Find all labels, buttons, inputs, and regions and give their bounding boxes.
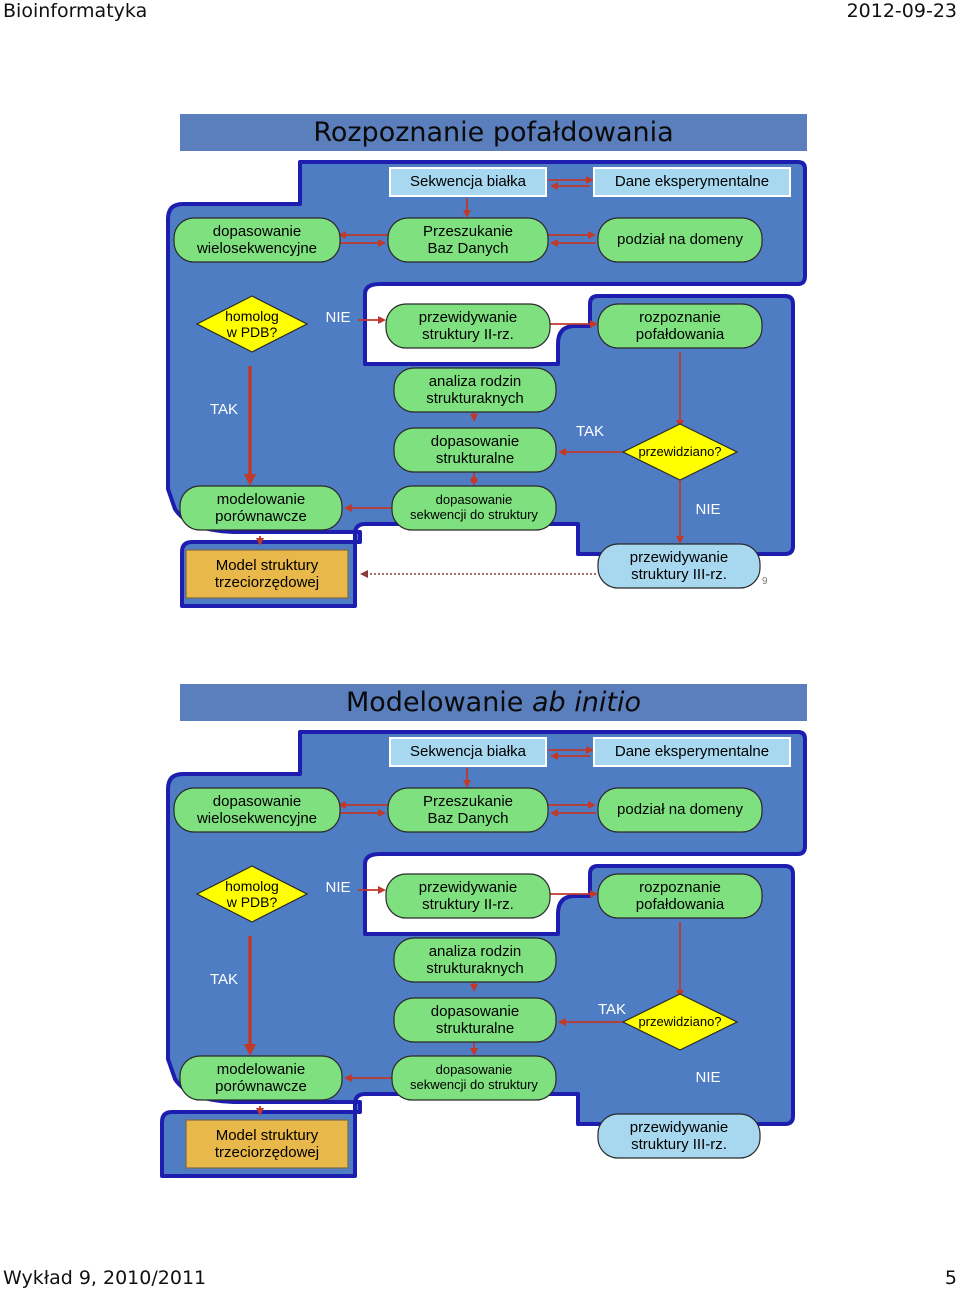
node-sequence: Sekwencja białka [410, 173, 526, 191]
node-homolog-diamond [195, 865, 309, 923]
node-domains-box [597, 217, 763, 263]
node-fold-recognition: rozpoznanie pofałdowania [635, 308, 725, 343]
node-db-search: Przeszukanie Baz Danych [422, 792, 514, 827]
node-search-box [387, 217, 549, 263]
node-ii-box [385, 303, 551, 349]
node-struct-box [393, 427, 557, 473]
node-predicted: przewidziano? [638, 1013, 722, 1029]
node-predicted-diamond [621, 993, 739, 1051]
node-comparative-modeling: modelowanie porównawcze [215, 490, 307, 525]
node-data-box [593, 737, 791, 767]
label-tak-predicted: TAK [597, 1001, 627, 1019]
node-sequence-box [389, 167, 547, 197]
node-seq-struct-alignment: dopasowanie sekwencji do struktury [410, 1062, 538, 1092]
node-iii-prediction: przewidywanie struktury III-rz. [629, 548, 729, 583]
node-predicted-diamond [621, 423, 739, 481]
slide-2: Modelowanie ab initio Sekwencja białka D… [0, 684, 960, 1204]
node-ii-prediction: przewidywanie struktury II-rz. [418, 878, 518, 913]
header-course: Bioinformatyka [3, 0, 148, 22]
label-nie-homolog: NIE [325, 309, 351, 327]
node-msa: dopasowanie wielosekwencyjne [196, 222, 318, 257]
node-families-box [393, 367, 557, 413]
node-domains: podział na domeny [617, 231, 743, 249]
slide-number: 9 [762, 576, 768, 587]
slide-2-title-italic: ab initio [532, 687, 642, 718]
node-domains-box [597, 787, 763, 833]
node-predicted: przewidziano? [638, 443, 722, 459]
node-3d-model: Model struktury trzeciorzędowej [214, 1126, 320, 1161]
node-fold-box [597, 303, 763, 349]
node-seq-struct-alignment: dopasowanie sekwencji do struktury [410, 492, 538, 522]
node-domains: podział na domeny [617, 801, 743, 819]
node-structural-alignment: dopasowanie strukturalne [430, 1002, 520, 1037]
label-nie-predicted: NIE [695, 1069, 721, 1087]
footer-page-number: 5 [944, 1267, 957, 1289]
label-nie-predicted: NIE [695, 501, 721, 519]
node-families-box [393, 937, 557, 983]
node-structural-alignment: dopasowanie strukturalne [430, 432, 520, 467]
node-data-box [593, 167, 791, 197]
label-tak-predicted: TAK [575, 423, 605, 441]
node-seqstruct-box [391, 1055, 557, 1101]
node-homolog: homolog w PDB? [225, 307, 279, 340]
node-3d-model: Model struktury trzeciorzędowej [214, 556, 320, 591]
label-tak-homolog: TAK [209, 401, 239, 419]
node-iii-box [597, 1113, 761, 1159]
node-msa-box [173, 787, 341, 833]
node-msa: dopasowanie wielosekwencyjne [196, 792, 318, 827]
node-homolog-diamond [195, 295, 309, 353]
label-tak-homolog: TAK [209, 971, 239, 989]
node-ii-box [385, 873, 551, 919]
node-iii-prediction: przewidywanie struktury III-rz. [629, 1118, 729, 1153]
header-date: 2012-09-23 [846, 0, 957, 22]
slide-1-diagram [166, 160, 807, 608]
node-struct-box [393, 997, 557, 1043]
node-search-box [387, 787, 549, 833]
node-fold-box [597, 873, 763, 919]
slide-2-title-text: Modelowanie [345, 687, 533, 718]
node-db-search: Przeszukanie Baz Danych [422, 222, 514, 257]
node-experimental-data: Dane eksperymentalne [614, 173, 770, 191]
node-ii-prediction: przewidywanie struktury II-rz. [418, 308, 518, 343]
slide-1: Rozpoznanie pofałdowania Sekwencja białk… [0, 114, 960, 634]
slide-1-title: Rozpoznanie pofałdowania [180, 114, 807, 151]
slide-2-diagram [160, 730, 807, 1178]
slide-2-title: Modelowanie ab initio [180, 684, 807, 721]
node-seqstruct-box [391, 485, 557, 531]
node-experimental-data: Dane eksperymentalne [614, 743, 770, 761]
node-sequence-box [389, 737, 547, 767]
node-comparative-box [179, 1055, 343, 1101]
node-iii-box [597, 543, 761, 589]
node-comparative-box [179, 485, 343, 531]
node-families: analiza rodzin strukturaknych [426, 372, 524, 407]
node-sequence: Sekwencja białka [410, 743, 526, 761]
node-fold-recognition: rozpoznanie pofałdowania [635, 878, 725, 913]
node-model-box [185, 1119, 349, 1169]
node-model-box [185, 549, 349, 599]
node-msa-box [173, 217, 341, 263]
footer-lecture: Wykład 9, 2010/2011 [3, 1267, 207, 1289]
node-homolog: homolog w PDB? [225, 877, 279, 910]
label-nie-homolog: NIE [325, 879, 351, 897]
node-families: analiza rodzin strukturaknych [426, 942, 524, 977]
node-comparative-modeling: modelowanie porównawcze [215, 1060, 307, 1095]
